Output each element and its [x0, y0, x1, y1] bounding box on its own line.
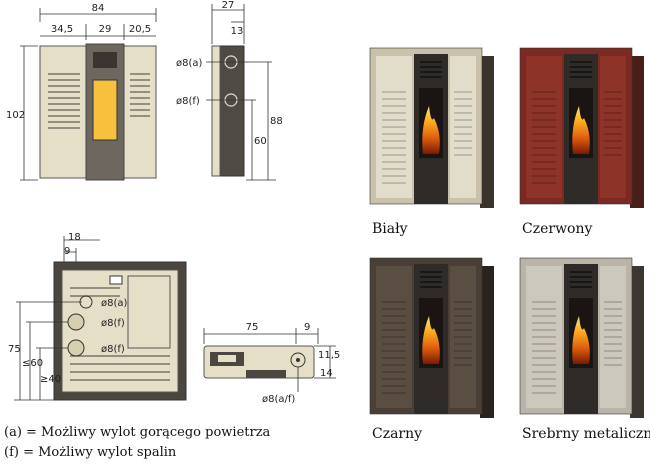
back-port-f1: ø8(f) [101, 318, 125, 329]
front-seg-right: 20,5 [129, 24, 151, 35]
side-view-drawing: 27 13 ø8(a) ø8(f) 88 60 [176, 0, 283, 181]
variant-label-black: Czarny [372, 426, 422, 442]
side-port-f: ø8(f) [176, 96, 200, 107]
top-w: 75 [246, 322, 259, 333]
front-height: 102 [6, 110, 25, 121]
variant-photos [369, 47, 644, 418]
variant-label-silver: Srebrny metaliczny [522, 426, 650, 442]
legend-a: (a) = Możliwy wylot gorącego powietrza [4, 425, 271, 440]
side-h-a: 88 [270, 116, 283, 127]
back-port-f2: ø8(f) [101, 344, 125, 355]
back-view-drawing: 18 9 ø8(a) ø8(f) ø8(f) 75 ≤60 ≥40 [8, 232, 187, 401]
back-port-a: ø8(a) [101, 298, 128, 309]
top-d2: 14 [320, 368, 333, 379]
top-w2: 9 [304, 322, 310, 333]
front-view-drawing: 84 34,5 29 20,5 102 [6, 3, 157, 181]
side-offset: 13 [231, 26, 244, 37]
back-d1: 18 [68, 232, 81, 243]
stove-photo-silver [519, 257, 644, 418]
stove-photo-white [369, 47, 494, 208]
side-h-f: 60 [254, 136, 267, 147]
side-port-a: ø8(a) [176, 58, 203, 69]
legend-f: (f) = Możliwy wylot spalin [4, 445, 177, 460]
side-depth: 27 [222, 0, 235, 11]
front-width-total: 84 [92, 3, 105, 14]
front-seg-left: 34,5 [51, 24, 73, 35]
top-d1: 11,5 [318, 350, 340, 361]
variant-label-white: Biały [372, 221, 408, 237]
stove-photo-red [519, 47, 644, 208]
stove-photo-black [369, 257, 494, 418]
back-h-le60: ≤60 [22, 358, 43, 369]
back-h-total: 75 [8, 344, 21, 355]
back-h-ge40: ≥40 [40, 374, 61, 385]
variant-label-red: Czerwony [522, 221, 592, 237]
front-seg-mid: 29 [99, 24, 112, 35]
back-d2: 9 [64, 246, 70, 257]
top-port: ø8(a/f) [262, 394, 295, 405]
top-view-drawing: 75 9 11,5 14 ø8(a/f) [203, 322, 340, 405]
